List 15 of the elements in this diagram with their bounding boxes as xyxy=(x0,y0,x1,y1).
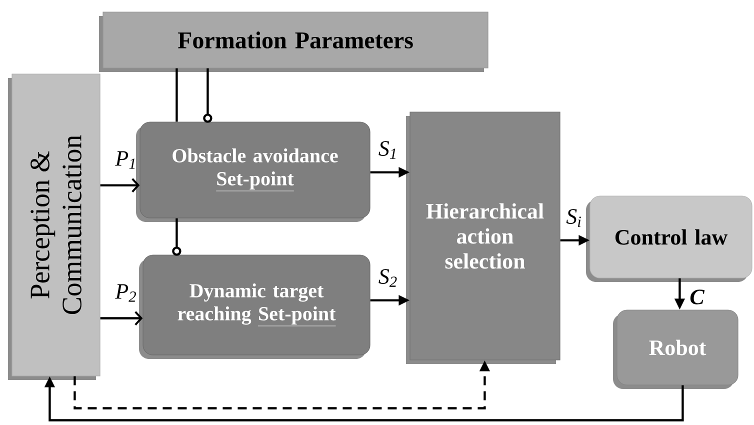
arrow xyxy=(100,178,140,192)
edge-label: S$_{i}$ xyxy=(566,209,581,227)
selection-box: Hierarchical action selection xyxy=(406,112,560,364)
arrow xyxy=(100,311,143,326)
edge-label: P$_{2}$ xyxy=(115,284,136,302)
behavior-box: Dynamic target reaching Set-point xyxy=(139,254,370,359)
edge-label: C xyxy=(690,290,705,304)
control-box: Control law xyxy=(586,196,752,282)
edge-label: P$_{1}$ xyxy=(115,151,135,169)
edge-label: S$_{1}$ xyxy=(378,141,396,159)
edge-label: S$_{2}$ xyxy=(378,269,397,287)
parameter-box: Formation Parameters xyxy=(99,12,488,72)
perception-box: Perception & Communication xyxy=(8,74,100,380)
robot-box: Robot xyxy=(613,310,738,389)
behavior-box: Obstacle avoidance Set-point xyxy=(136,122,370,222)
